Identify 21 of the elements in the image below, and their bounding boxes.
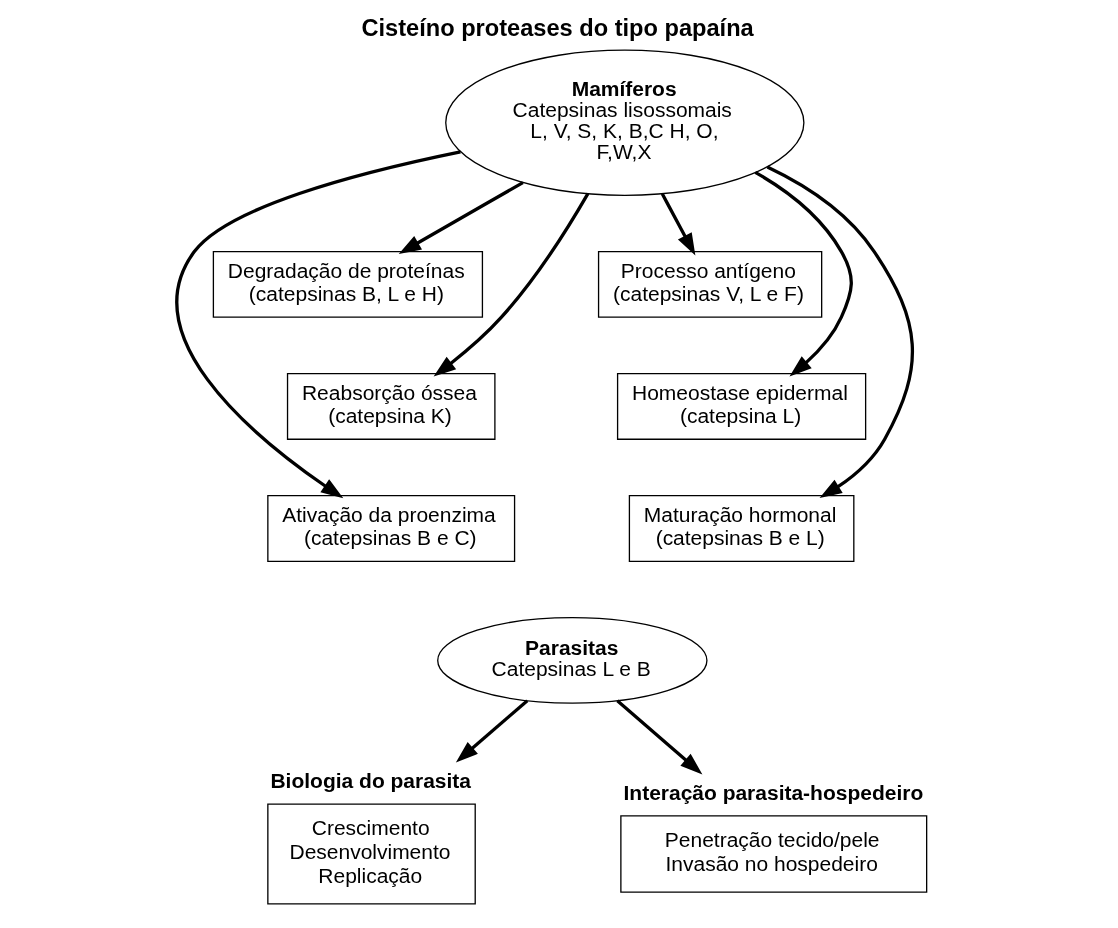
arrow: [616, 699, 703, 775]
arrow: [455, 699, 529, 763]
node-box: Degradação de proteínas (catepsinas B, L e H): [212, 250, 484, 318]
node-box: Processo antígeno (catepsinas V, L e F): [597, 250, 823, 318]
node-box: Homeostase epidermal (catepsina L): [616, 372, 867, 440]
arrow: [175, 150, 461, 499]
node-box: Penetração tecido/pele Invasão no hospedeiro: [620, 815, 928, 893]
node-box: Reabsorção óssea (catepsina K): [286, 372, 496, 440]
arrow: [433, 192, 590, 377]
diagram-title: Cisteíno proteases do tipo papaína: [361, 15, 754, 42]
arrow: [766, 165, 914, 499]
node-label: Interação parasita-hospedeiro: [623, 780, 924, 804]
node-label: Biologia do parasita: [270, 769, 472, 793]
node-box: Maturação hormonal (catepsinas B e L): [628, 495, 855, 562]
arrow: [660, 193, 696, 256]
node-ellipse: Parasitas Catepsinas L e B: [437, 617, 708, 704]
node-box: Crescimento Desenvolvimento Replicação: [267, 803, 476, 905]
arrow: [754, 170, 853, 377]
node-box: Ativação da proenzima (catepsinas B e C): [267, 495, 516, 562]
arrow: [398, 181, 524, 254]
node-ellipse: Mamíferos Catepsinas lisossomais L, V, S, K, B,C H, O, F,W,X: [445, 49, 805, 196]
